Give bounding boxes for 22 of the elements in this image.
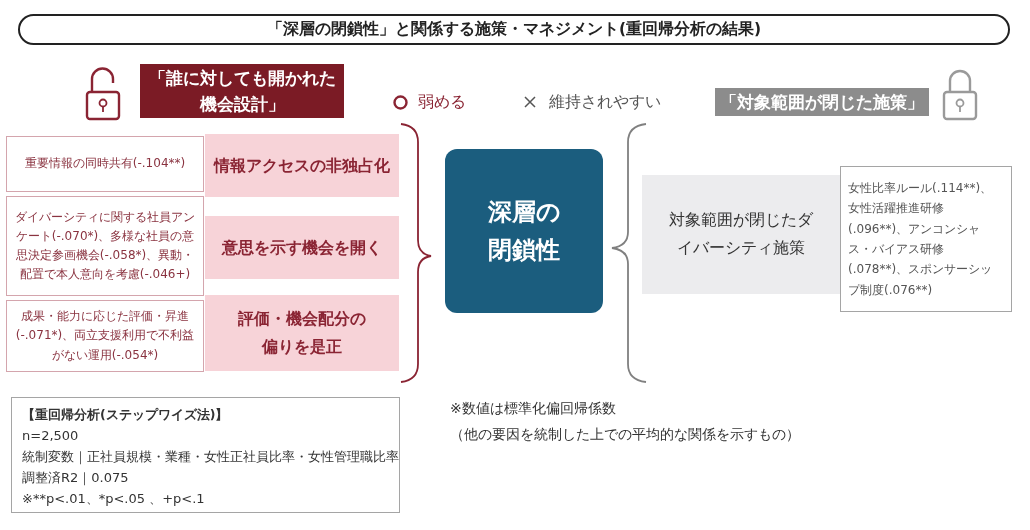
note-text: ※数値は標準化偏回帰係数 — [450, 399, 616, 418]
category-box: 情報アクセスの非独占化 — [205, 134, 399, 197]
stats-panel — [11, 397, 400, 513]
stat-line: 調整済R2｜0.075 — [22, 469, 129, 488]
legend-label: 弱める — [418, 92, 466, 112]
category-box: 評価・機会配分の偏りを是正 — [205, 295, 399, 371]
measure-box: ダイバーシティに関する社員アンケート(-.070*)、多様な社員の意思決定参画機会(-.058*)、異動・配置で本人意向を考慮(-.046+) — [6, 196, 204, 296]
panel-heading: 【重回帰分析(ステップワイズ法)】 — [22, 406, 229, 424]
note-text: （他の要因を統制した上での平均的な関係を示すもの） — [450, 425, 800, 444]
significance-note: ※**p<.01、*p<.05 、+p<.1 — [22, 490, 205, 508]
concept-box: 深層の閉鎖性 — [445, 149, 603, 313]
category-box: 対象範囲が閉じたダイバーシティ施策 — [642, 175, 840, 294]
title-banner: 「深層の閉鎖性」と関係する施策・マネジメント(重回帰分析の結果) — [18, 14, 1010, 45]
category-box: 意思を示す機会を開く — [205, 216, 399, 279]
stat-line: n=2,500 — [22, 427, 79, 445]
legend-label: 維持されやすい — [549, 92, 661, 112]
measure-box: 女性比率ルール(.114**)、女性活躍推進研修(.096**)、アンコンシャス・バイアス研修(.078**)、スポンサーシップ制度(.076**) — [840, 166, 1012, 312]
measure-box: 成果・能力に応じた評価・昇進(-.071*)、両立支援利用で不利益がない運用(-.054*) — [6, 300, 204, 372]
measure-box: 重要情報の同時共有(-.104**) — [6, 136, 204, 192]
category-heading: 「誰に対しても開かれた機会設計」 — [140, 64, 344, 118]
category-heading: 「対象範囲が閉じた施策」 — [715, 88, 929, 116]
stat-line: 統制変数｜正社員規模・業種・女性正社員比率・女性管理職比率 — [22, 448, 399, 467]
